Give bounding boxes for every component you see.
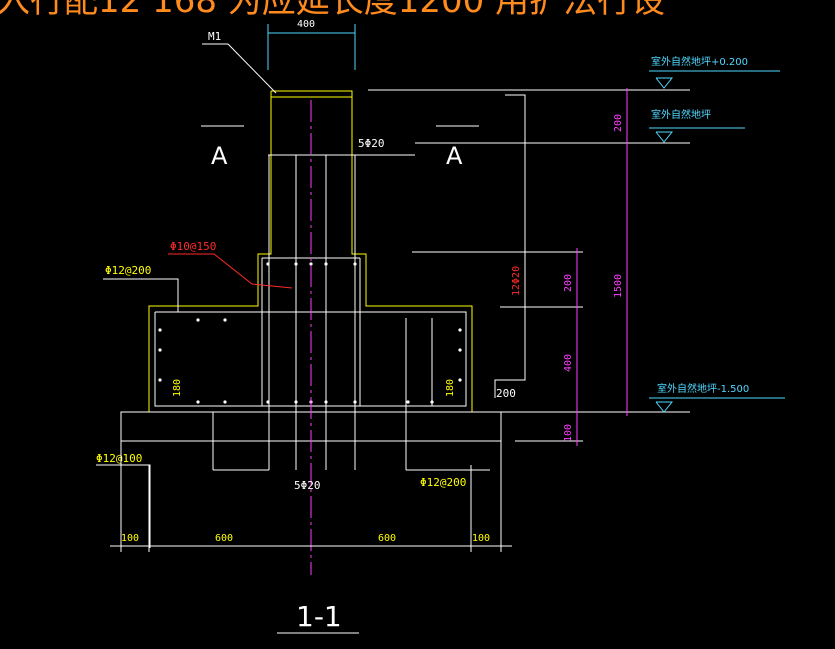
rebar-bottom-label: 5Φ20 [294, 479, 321, 492]
stirrup-leader [168, 253, 293, 289]
dim-right-200: 200 [613, 114, 624, 132]
dim-bottom-0: 100 [121, 533, 139, 544]
cover-right: 180 [445, 379, 456, 397]
dim-bottom-3: 100 [472, 533, 490, 544]
dim-right-magenta [576, 88, 628, 446]
section-title: 1-1 [296, 600, 342, 633]
elevation-mid: 室外自然地坪 [651, 108, 711, 121]
dim-right-lines [368, 89, 690, 442]
dim-bottom [110, 441, 512, 552]
dim-inner-200: 200 [563, 274, 574, 292]
rebar-right-bottom-label: Φ12@200 [420, 476, 466, 489]
rebar-dots [158, 262, 462, 404]
dim-inner-400: 400 [563, 354, 574, 372]
dim-top-label: 400 [297, 19, 315, 30]
rebar-left-bottom-leader [96, 464, 151, 548]
rebar-left-bottom-label: Φ12@100 [96, 452, 142, 465]
dim-bottom-1: 600 [215, 533, 233, 544]
rebar-top-label: 5Φ20 [358, 137, 385, 150]
m1-leader [227, 43, 277, 94]
dim-right-1500: 1500 [613, 274, 624, 298]
section-a-left: A [211, 142, 228, 170]
elevation-bottom: 室外自然地坪-1.500 [657, 382, 749, 395]
dim-200-right: 200 [496, 387, 516, 400]
section-a-right: A [446, 142, 463, 170]
dim-inner-100: 100 [563, 424, 574, 442]
rebar-left-top-leader [103, 278, 179, 312]
dim-top [267, 24, 356, 70]
header-text: 入行配12 168 为应延长度1200 用扩法行设 [0, 0, 665, 21]
vertical-rebar-label: 12Φ20 [511, 266, 522, 296]
dim-bottom-2: 600 [378, 533, 396, 544]
rebar-left-top-label: Φ12@200 [105, 264, 151, 277]
m1-label: M1 [208, 30, 221, 43]
stirrup-label: Φ10@150 [170, 240, 216, 253]
elevation-top: 室外自然地坪+0.200 [651, 55, 748, 68]
elevation-markers [649, 70, 785, 413]
rebar-cage [154, 154, 490, 471]
cover-left: 180 [172, 379, 183, 397]
